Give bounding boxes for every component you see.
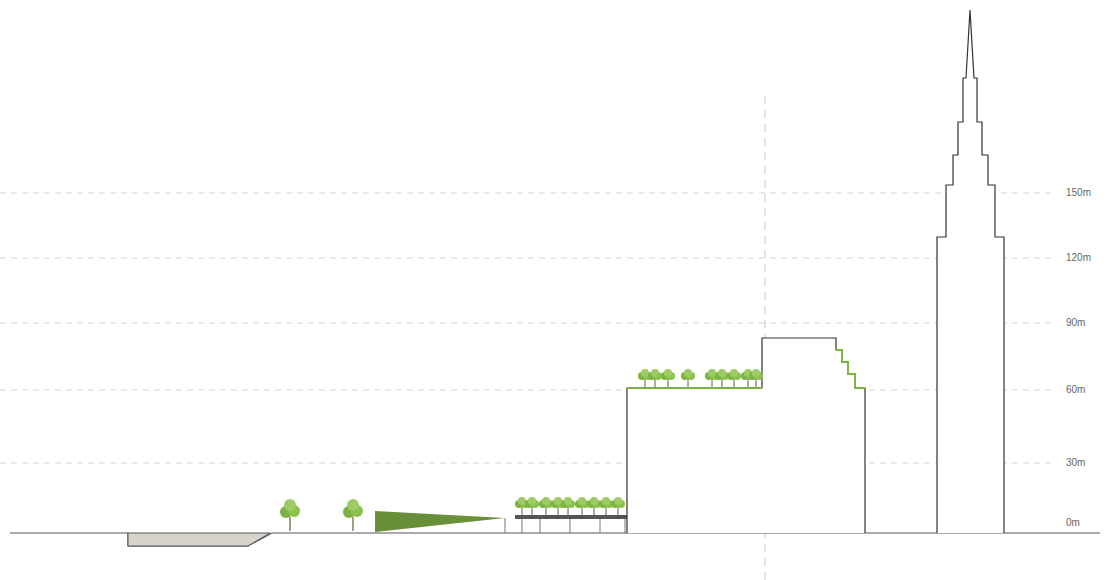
elevated-platform [515, 515, 627, 533]
height-label: 90m [1064, 317, 1087, 329]
roof-tree [648, 369, 662, 387]
spire-tower [937, 10, 1004, 533]
roof-tree [611, 497, 625, 515]
roof-tree [727, 369, 741, 387]
green-wedge [375, 511, 505, 532]
roof-tree [599, 497, 613, 515]
roof-tree [561, 497, 575, 515]
height-label: 0m [1064, 517, 1082, 529]
roof-tree [525, 497, 539, 515]
roof-tree [681, 369, 695, 387]
roof-tree [715, 369, 729, 387]
height-grid [0, 193, 1055, 463]
height-label: 150m [1064, 187, 1093, 199]
roof-tree [539, 497, 553, 515]
roof-tree [575, 497, 589, 515]
roof-tree [661, 369, 675, 387]
height-label: 120m [1064, 252, 1093, 264]
terraced-building [627, 338, 865, 533]
height-label: 60m [1064, 384, 1087, 396]
height-label: 30m [1064, 457, 1087, 469]
ground-line [10, 533, 1100, 546]
roof-tree [749, 369, 763, 387]
roof-tree [587, 497, 601, 515]
sunken-basin [128, 533, 270, 546]
